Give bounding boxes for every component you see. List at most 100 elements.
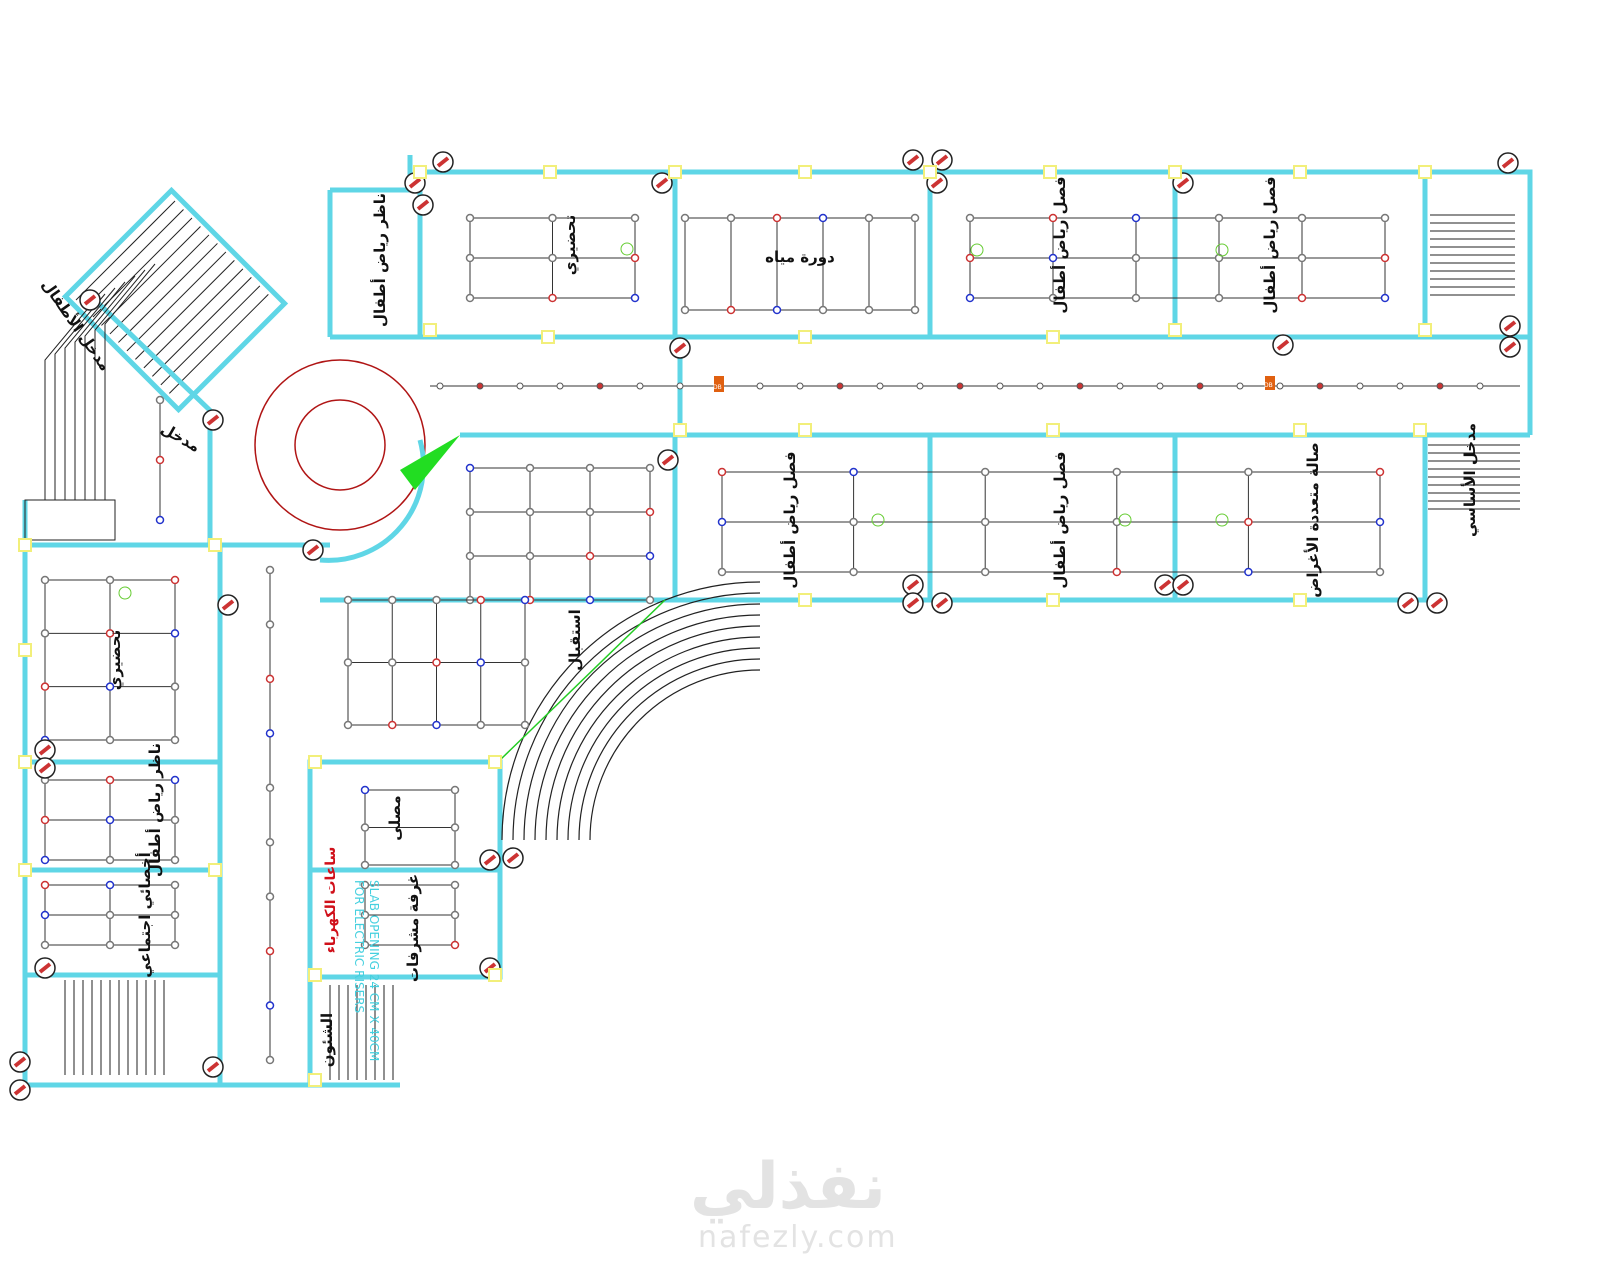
socket-mark [38, 762, 52, 774]
watermark-url: nafezly.com [698, 1220, 898, 1255]
light-fixture-icon [717, 467, 727, 477]
light-fixture-icon [585, 551, 595, 561]
light-fixture-icon [265, 674, 275, 684]
socket-mark [38, 744, 52, 756]
stair-tread [118, 243, 218, 343]
electric-meters-label: ساعات الكهرباء [323, 847, 339, 954]
light-fixture-icon [343, 595, 353, 605]
wall [93, 298, 222, 422]
light-fixture-icon [476, 595, 485, 605]
light-fixture-icon [910, 213, 920, 223]
light-fixture-icon [450, 880, 460, 890]
socket-mark [1158, 579, 1172, 591]
arc-steps [499, 581, 761, 841]
arc-step [589, 669, 761, 841]
light-fixture-icon [630, 213, 640, 223]
column [668, 165, 682, 179]
light-fixture-icon [717, 517, 727, 527]
socket-mark [506, 852, 520, 864]
arc-handrail [499, 599, 666, 761]
ramp-line [44, 299, 96, 500]
light-fixture-icon [585, 463, 595, 473]
light-fixture-icon [525, 507, 535, 517]
light-fixture-icon [1375, 567, 1385, 577]
ramp-line [64, 287, 116, 500]
light-fixture-icon [465, 293, 475, 303]
light-fixture-icon [343, 720, 353, 730]
light-fixture-icon [360, 785, 370, 795]
socket-mark [935, 154, 949, 166]
light-fixture-icon [1380, 213, 1390, 223]
ceiling-fan-icon [1215, 513, 1229, 527]
socket-mark [1176, 177, 1190, 189]
light-fixture-icon [170, 940, 180, 950]
ramp-line [104, 263, 156, 500]
light-fixture-icon [516, 382, 524, 390]
column [1293, 593, 1307, 607]
light-fixture-icon [105, 910, 115, 920]
light-fixture-icon [105, 735, 115, 745]
column [798, 165, 812, 179]
light-fixture-icon [717, 567, 727, 577]
light-fixture-icon [1156, 382, 1164, 390]
light-fixture-icon [645, 595, 655, 605]
light-fixture-icon [105, 682, 115, 691]
column [798, 330, 812, 344]
light-fixture-icon [170, 629, 180, 638]
light-fixture-icon [548, 293, 557, 303]
room-label: فصل رياض أطفال [1050, 176, 1069, 313]
left-wing-wall [22, 542, 223, 1088]
light-fixture-icon [1131, 253, 1141, 263]
light-fixture-icon [1297, 293, 1307, 303]
column [208, 538, 222, 552]
distribution-board [1265, 376, 1275, 390]
room-label: الشئون [318, 1013, 336, 1067]
socket-mark [206, 414, 220, 426]
light-fixture-icon [1048, 213, 1058, 223]
column [208, 863, 222, 877]
column [673, 423, 687, 437]
arc-step [567, 647, 761, 841]
light-fixture-icon [520, 595, 530, 605]
light-fixture-icon [965, 213, 975, 223]
column [1046, 423, 1060, 437]
room-label: تحضيري [106, 630, 125, 690]
ramp-line [74, 281, 126, 500]
light-fixture-icon [450, 940, 460, 950]
stair-wall [61, 186, 289, 414]
entrance-label: مدخل الأساسي [1461, 423, 1479, 537]
light-fixture-icon [436, 382, 444, 390]
light-fixture-icon [1396, 382, 1404, 390]
light-fixture-icon [465, 551, 475, 561]
light-fixture-icon [265, 1055, 275, 1065]
light-fixture-icon [170, 880, 180, 890]
light-fixture-icon [1356, 382, 1364, 390]
light-fixture-icon [636, 382, 644, 390]
column [488, 755, 502, 769]
light-fixture-icon [360, 823, 370, 832]
room-label: فصل رياض أطفال [1050, 451, 1069, 588]
curved-wall [319, 439, 426, 563]
light-fixture-icon [40, 575, 50, 585]
column [1046, 330, 1060, 344]
rotated-stair [61, 186, 289, 414]
arc-step [512, 592, 761, 841]
light-fixture-icon [476, 720, 485, 730]
light-fixture-icon [40, 815, 50, 825]
socket-mark [1503, 320, 1517, 332]
socket-mark [655, 177, 669, 189]
light-fixture-icon [1131, 213, 1141, 223]
light-fixture-icon [265, 620, 275, 629]
distribution-board [714, 376, 724, 392]
light-fixture-icon [360, 910, 370, 920]
light-fixture-icon [40, 880, 50, 890]
light-fixture-icon [1244, 517, 1253, 527]
column [1168, 165, 1182, 179]
panel-tag: DB [713, 384, 722, 391]
light-fixture-icon [916, 382, 924, 390]
light-fixture-icon [818, 305, 828, 315]
stair-inner-circle [294, 399, 386, 491]
socket-mark [408, 177, 422, 189]
light-fixture-icon [1214, 293, 1224, 303]
light-fixture-icon [1112, 467, 1122, 477]
